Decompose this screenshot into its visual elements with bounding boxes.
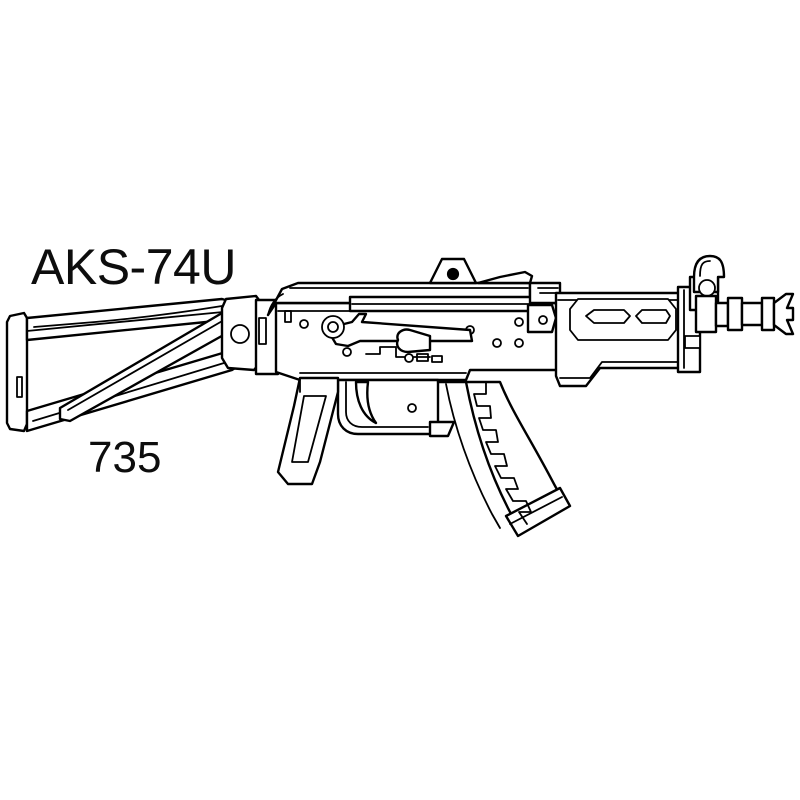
butt-plate-slot (16, 376, 23, 398)
muzzle-tube (740, 301, 764, 327)
trigger-housing-pin (407, 403, 417, 413)
gas-block-lug (684, 335, 701, 349)
butt-plate (5, 311, 29, 433)
bolt-notch-detail (365, 346, 431, 358)
magazine-release (428, 420, 456, 438)
item-number-label: 735 (88, 433, 162, 482)
trigger-and-grip-group (276, 376, 456, 486)
stock-upper-strut-inner-line (33, 305, 223, 328)
magazine-group (436, 380, 572, 538)
rear-sight-pin (446, 267, 460, 281)
receiver-detail-dot (404, 353, 414, 363)
rear-sight-leaf (476, 270, 534, 285)
magazine-spine-ribs (471, 381, 532, 525)
stock-hinge-pivot (230, 324, 250, 344)
handguard-vent-slot-2 (635, 309, 671, 324)
receiver-rivet-5 (514, 338, 524, 348)
muzzle-booster-cone (772, 292, 795, 336)
handguard-vent-frame (569, 298, 677, 341)
barrel-section (714, 301, 730, 328)
muzzle-collar-front (760, 296, 776, 332)
pistol-grip-panel (291, 395, 327, 463)
front-assembly-group (684, 254, 795, 349)
charging-handle (395, 328, 432, 354)
stock-diagonal-brace-inner (67, 319, 225, 411)
receiver-group (254, 257, 562, 382)
receiver-rivet-1 (299, 319, 309, 329)
receiver-rivet-2 (342, 347, 352, 357)
handguard-retainer-pin (538, 315, 548, 325)
magazine-front-inner-line (445, 383, 501, 529)
magazine-floorplate (504, 486, 572, 538)
handguard-group (554, 285, 702, 388)
dust-cover-rear-curl (267, 293, 284, 316)
receiver-rivet-4 (492, 338, 502, 348)
folding-stock-group (5, 294, 264, 433)
gas-block (694, 294, 718, 334)
magazine-floorplate-line (509, 496, 563, 525)
receiver-detail-rect-1 (416, 353, 429, 362)
trigger (354, 380, 378, 425)
selector-pivot-inner (327, 321, 339, 333)
handguard-vent-slot-1 (585, 309, 631, 324)
front-sight-hood-inner (699, 260, 711, 277)
page-title: AKS-74U (31, 239, 236, 295)
receiver-rivet-7 (514, 317, 524, 327)
muzzle-collar-rear (726, 296, 744, 332)
receiver-detail-rect-2 (431, 355, 443, 363)
lower-handguard-bottom-seam (559, 361, 679, 379)
front-sight-aperture (698, 279, 716, 297)
trigger-guard-inner (345, 381, 429, 428)
receiver-top-tab (284, 310, 292, 323)
receiver-rear-slot (258, 317, 267, 345)
stock-upper-strut-edge (26, 311, 224, 332)
